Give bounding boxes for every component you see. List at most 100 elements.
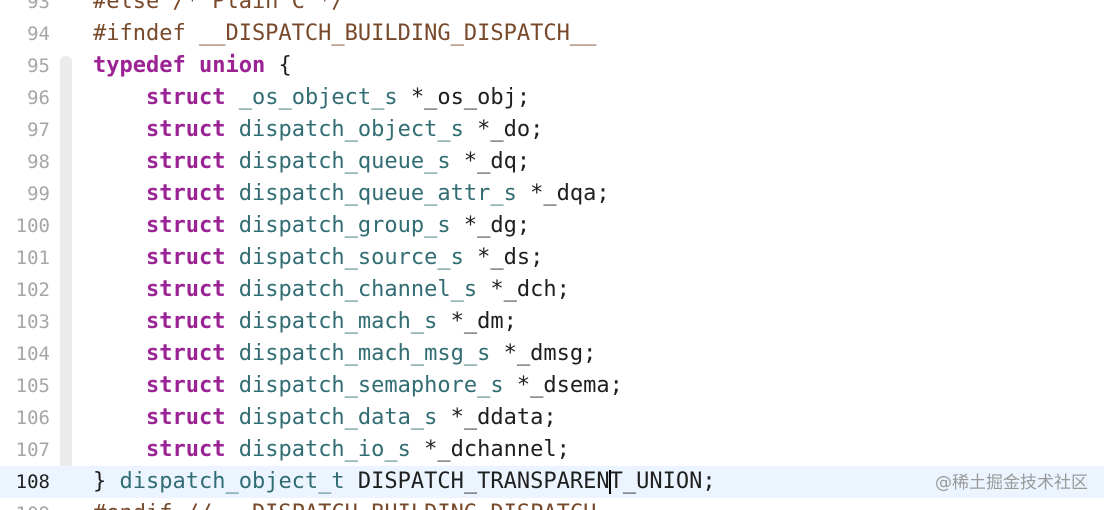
code-token-typename: dispatch_source_s [238,245,464,270]
code-token-keyword: struct [145,85,226,110]
code-token-keyword: struct [145,341,226,366]
code-text[interactable]: struct dispatch_data_s *_ddata; [93,402,557,434]
code-token-macro: T_UNION [609,469,703,494]
code-line[interactable]: 98 struct dispatch_queue_s *_dq; [0,146,1104,178]
code-token-keyword: typedef [93,53,186,78]
code-token-preproc: #else /* Plain C */ [93,0,345,14]
code-token-keyword: struct [145,437,226,462]
code-token-plain [225,309,238,334]
code-token-typename: _os_object_s [238,85,398,110]
code-token-plain [93,277,146,302]
code-token-plain [225,437,238,462]
code-text[interactable]: struct dispatch_object_s *_do; [93,114,543,146]
code-token-plain [93,437,146,462]
line-number: 103 [15,311,50,333]
code-line[interactable]: 105 struct dispatch_semaphore_s *_dsema; [0,370,1104,402]
code-token-keyword: struct [145,405,226,430]
watermark: @稀土掘金技术社区 [935,473,1088,493]
code-token-plain [225,373,238,398]
code-line[interactable]: 101 struct dispatch_source_s *_ds; [0,242,1104,274]
line-number: 94 [27,23,50,45]
code-text[interactable]: struct _os_object_s *_os_obj; [93,82,530,114]
line-number: 109 [0,498,50,510]
code-line[interactable]: 97 struct dispatch_object_s *_do; [0,114,1104,146]
code-token-plain [225,117,238,142]
code-token-typename: dispatch_channel_s [238,277,478,302]
code-line[interactable]: 104 struct dispatch_mach_msg_s *_dmsg; [0,338,1104,370]
code-text[interactable]: struct dispatch_queue_s *_dq; [93,146,530,178]
code-line[interactable]: 95 typedef union { [0,50,1104,82]
line-number: 97 [27,119,50,141]
code-text[interactable]: #ifndef __DISPATCH_BUILDING_DISPATCH__ [93,18,596,50]
code-token-typename: dispatch_mach_s [238,309,438,334]
code-token-keyword: struct [145,117,226,142]
line-number: 108 [15,471,50,493]
code-text[interactable]: #else /* Plain C */ [93,0,345,18]
code-line[interactable]: 109 #endif // __DISPATCH_BUILDING_DISPATC… [0,498,1104,510]
code-token-plain [225,213,238,238]
code-token-plain: *_dg; [450,213,531,238]
code-token-keyword: struct [145,149,226,174]
code-token-typename: dispatch_object_s [238,117,464,142]
code-fold-ribbon[interactable] [60,56,72,494]
current-code-line[interactable]: 108 } dispatch_object_t DISPATCH_TRANSPAR… [0,466,1104,498]
code-token-plain: *_dch; [477,277,570,302]
code-token-keyword: struct [145,181,226,206]
code-text[interactable]: struct dispatch_queue_attr_s *_dqa; [93,178,610,210]
code-line[interactable]: 100 struct dispatch_group_s *_dg; [0,210,1104,242]
code-line[interactable]: 102 struct dispatch_channel_s *_dch; [0,274,1104,306]
code-token-keyword: struct [145,373,226,398]
code-token-plain: *_dchannel; [410,437,570,462]
code-token-plain [93,149,146,174]
code-text[interactable]: struct dispatch_mach_msg_s *_dmsg; [93,338,596,370]
code-text[interactable]: } dispatch_object_t DISPATCH_TRANSPARENT… [93,466,716,498]
code-token-typename: dispatch_io_s [238,437,411,462]
code-token-plain [93,341,146,366]
code-token-keyword: struct [145,213,226,238]
line-number: 98 [27,151,50,173]
code-text[interactable]: struct dispatch_group_s *_dg; [93,210,530,242]
code-text[interactable]: struct dispatch_mach_s *_dm; [93,306,517,338]
code-token-plain: *_do; [463,117,544,142]
code-token-plain [225,85,238,110]
code-token-plain: *_dmsg; [490,341,597,366]
code-line[interactable]: 107 struct dispatch_io_s *_dchannel; [0,434,1104,466]
line-number: 106 [15,407,50,429]
line-number: 107 [15,439,50,461]
code-token-plain: *_dsema; [503,373,623,398]
code-token-plain: *_os_obj; [397,85,531,110]
code-line[interactable]: 96 struct _os_object_s *_os_obj; [0,82,1104,114]
code-token-keyword: struct [145,277,226,302]
code-token-plain [225,149,238,174]
code-token-plain [93,181,146,206]
code-text[interactable]: struct dispatch_channel_s *_dch; [93,274,570,306]
code-line[interactable]: 106 struct dispatch_data_s *_ddata; [0,402,1104,434]
code-token-typename: dispatch_queue_s [238,149,451,174]
code-token-keyword: struct [145,245,226,270]
code-text[interactable]: struct dispatch_semaphore_s *_dsema; [93,370,623,402]
code-token-plain [225,277,238,302]
line-number: 93 [27,0,50,13]
line-number: 101 [15,247,50,269]
line-number: 105 [15,375,50,397]
code-line[interactable]: 103 struct dispatch_mach_s *_dm; [0,306,1104,338]
line-number: 100 [15,215,50,237]
code-token-plain [186,53,199,78]
code-token-plain [93,213,146,238]
code-text[interactable]: #endif // __DISPATCH_BUILDING_DISPATCH__ [93,498,623,510]
code-token-plain: ; [702,469,716,494]
code-line[interactable]: 93 #else /* Plain C */ [0,0,1104,18]
code-line[interactable]: 94 #ifndef __DISPATCH_BUILDING_DISPATCH__ [0,18,1104,50]
code-token-plain [93,309,146,334]
code-text[interactable]: typedef union { [93,50,292,82]
code-text[interactable]: struct dispatch_source_s *_ds; [93,242,543,274]
line-number: 104 [15,343,50,365]
code-token-plain: *_dm; [437,309,517,334]
code-token-plain: *_dqa; [516,181,610,206]
code-text[interactable]: struct dispatch_io_s *_dchannel; [93,434,570,466]
code-token-plain [93,117,146,142]
code-token-plain [225,341,238,366]
line-number: 95 [27,55,50,77]
code-line[interactable]: 99 struct dispatch_queue_attr_s *_dqa; [0,178,1104,210]
